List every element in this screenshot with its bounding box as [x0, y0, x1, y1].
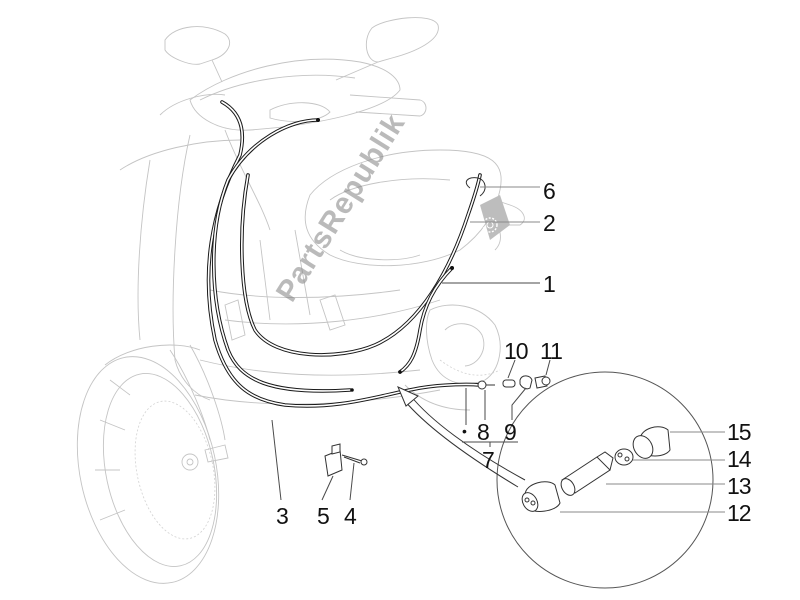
cables	[206, 100, 486, 408]
detail-pointer-arrow	[397, 386, 526, 488]
callout-14[interactable]: 14	[727, 446, 752, 472]
callout-2[interactable]: 2	[543, 210, 556, 236]
callout-4[interactable]: 4	[344, 503, 357, 529]
leader-lines	[271, 186, 725, 513]
callout-3[interactable]: 3	[276, 503, 289, 529]
callout-12[interactable]: 12	[727, 500, 752, 526]
callout-13[interactable]: 13	[727, 473, 752, 499]
callout-10[interactable]: 10	[504, 338, 529, 364]
small-parts	[324, 375, 551, 477]
callout-7[interactable]: 7	[482, 447, 495, 473]
callout-9[interactable]: 9	[504, 419, 517, 445]
scooter-outline	[76, 17, 525, 584]
callout-8[interactable]: 8	[477, 419, 490, 445]
detail-view-valve-assembly	[496, 371, 714, 589]
group-bullet: •	[462, 423, 467, 439]
callout-15[interactable]: 15	[727, 419, 752, 445]
callout-5[interactable]: 5	[317, 503, 330, 529]
callout-6[interactable]: 6	[543, 178, 556, 204]
callout-11[interactable]: 11	[540, 338, 563, 364]
callout-1[interactable]: 1	[543, 271, 556, 297]
gear-icon	[480, 195, 510, 240]
